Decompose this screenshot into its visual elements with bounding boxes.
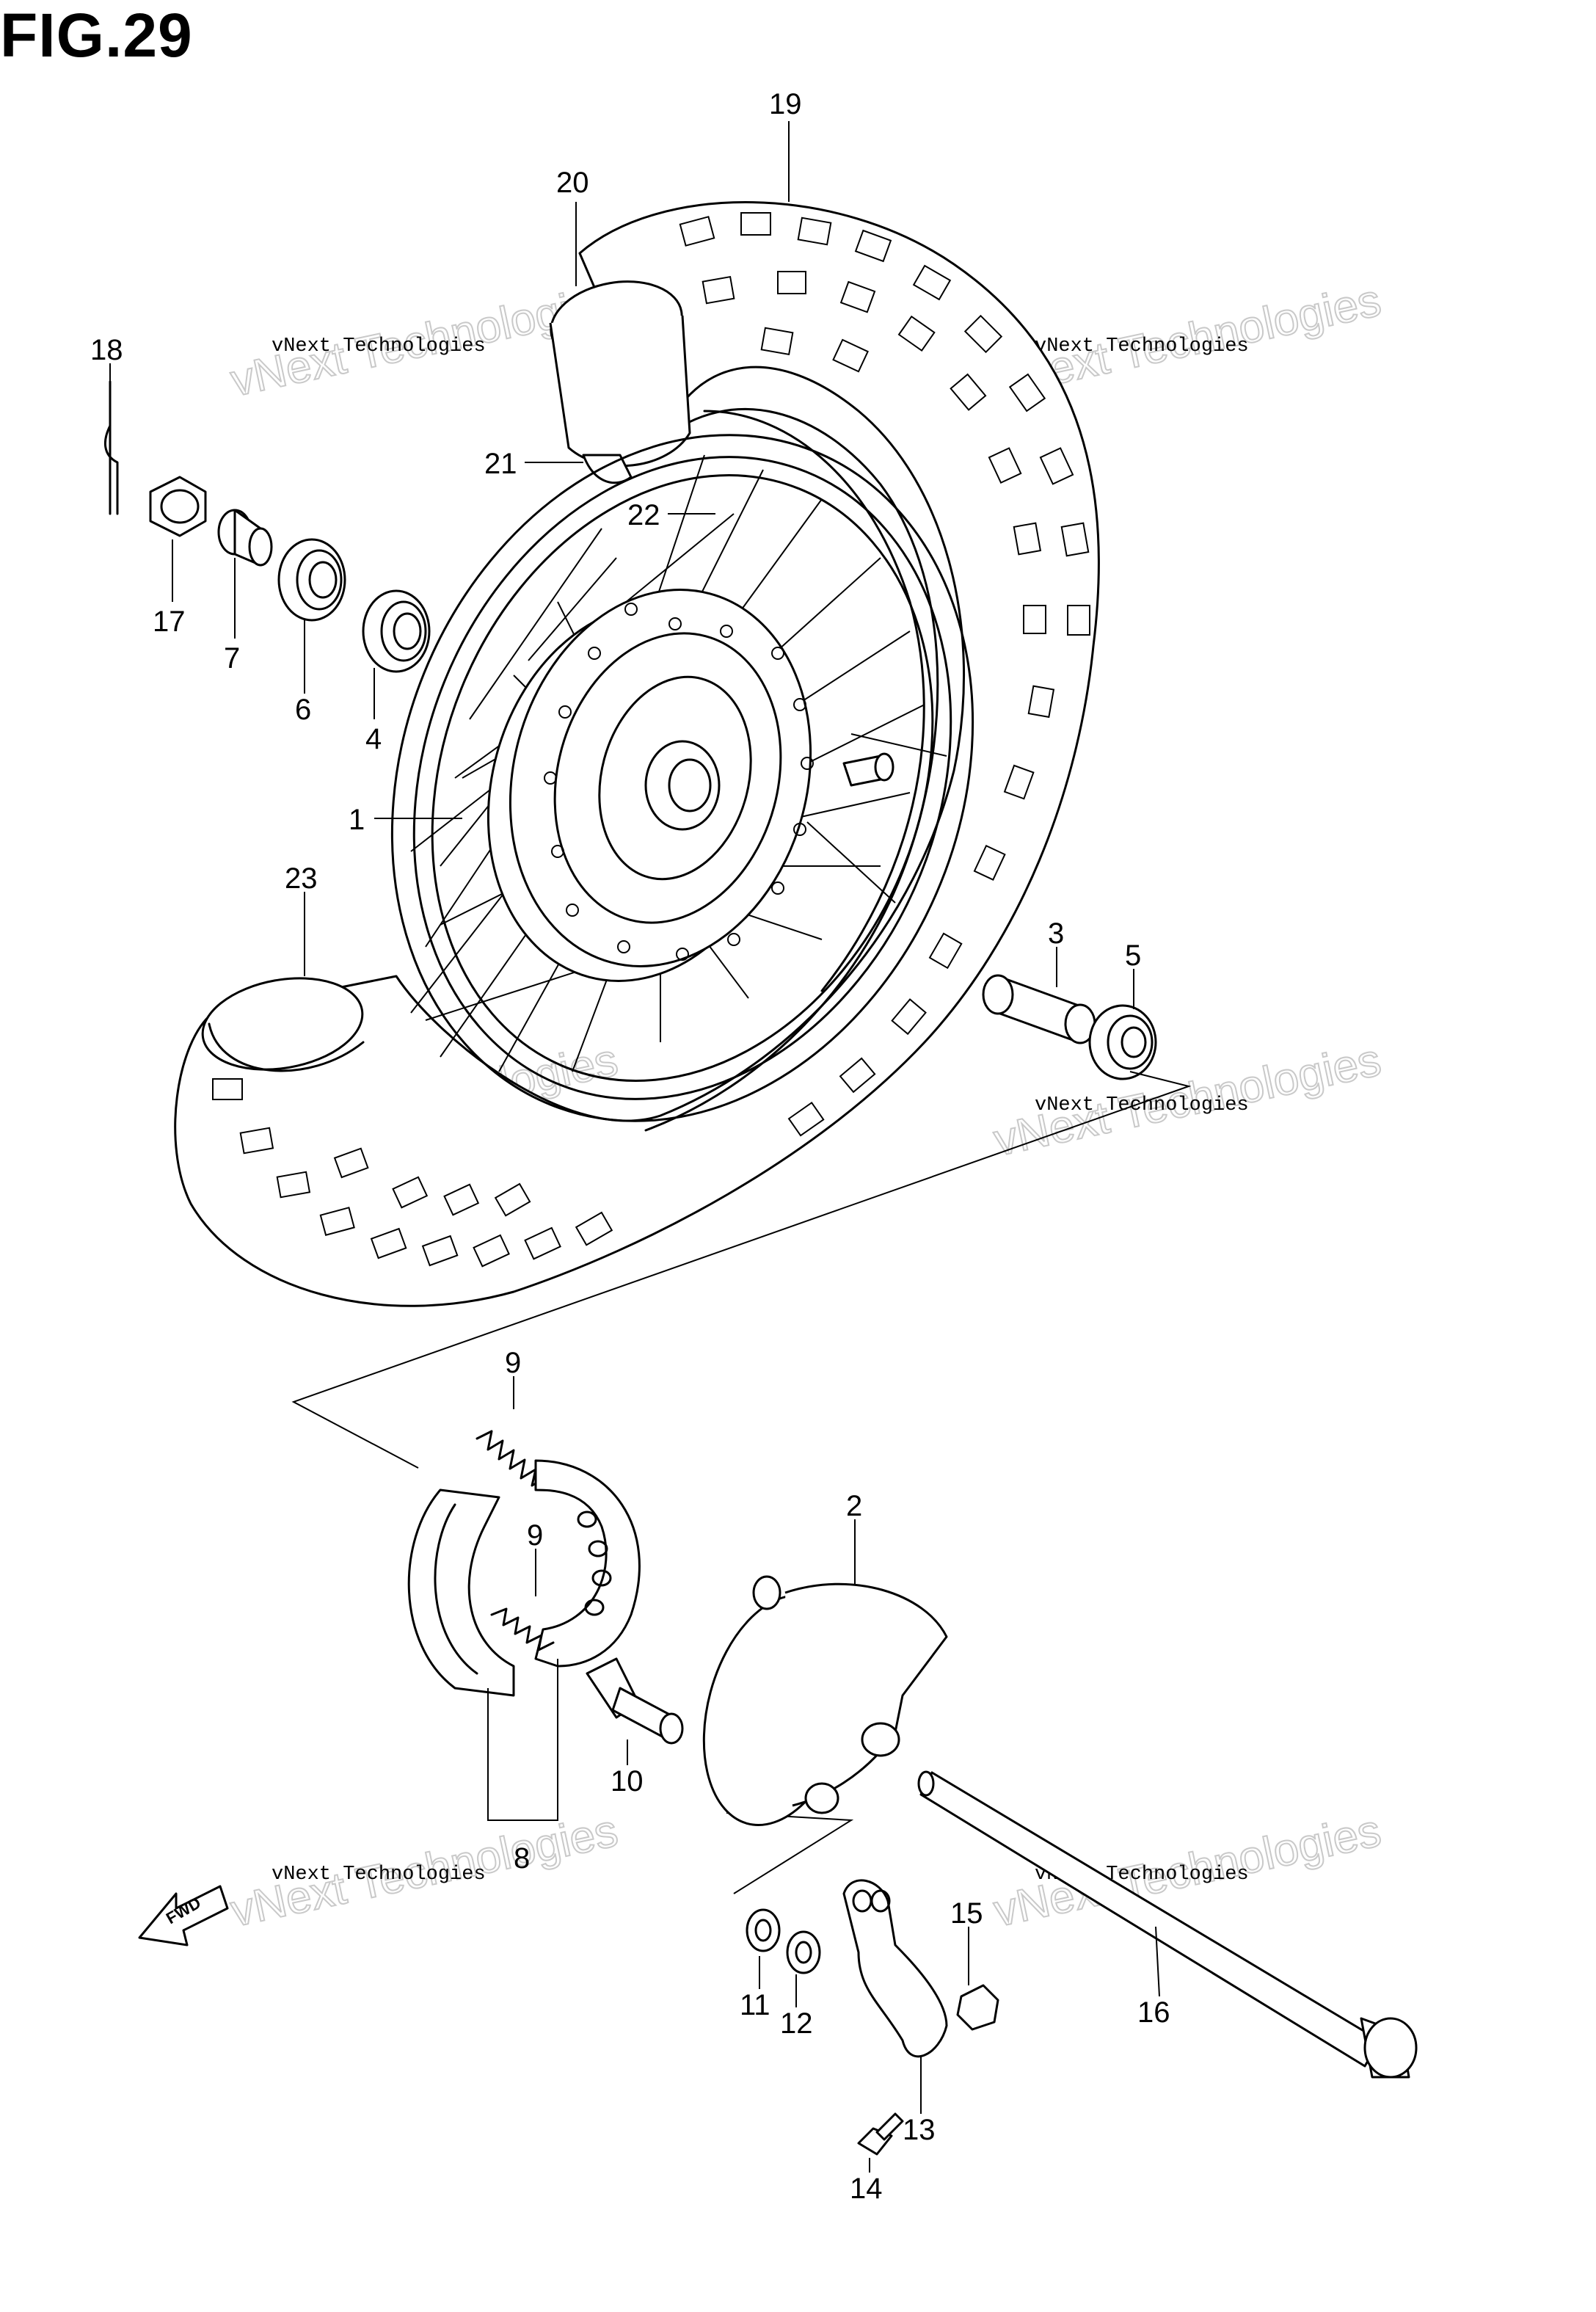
callout-9-lower: 9: [527, 1519, 543, 1552]
callout-15: 15: [950, 1897, 983, 1930]
cotter-pin: [103, 380, 119, 515]
tire-valve: [842, 752, 894, 787]
tube-lower: [201, 977, 365, 1072]
callout-6: 6: [295, 694, 311, 726]
watermark-text: vNext Technologies: [272, 1864, 486, 1886]
stopper-bracket: [842, 1879, 948, 2058]
washer-11: [746, 1908, 781, 1952]
rim-band: [582, 454, 633, 484]
callout-17: 17: [153, 606, 186, 638]
rim: [390, 434, 974, 1122]
callout-7: 7: [224, 642, 240, 675]
tire: [174, 201, 1100, 1307]
callout-5: 5: [1125, 939, 1141, 972]
hub: [487, 589, 814, 982]
callout-10: 10: [611, 1765, 644, 1797]
bolt-14: [857, 2112, 904, 2156]
callout-14: 14: [850, 2173, 883, 2205]
watermark-text: vNext Technologies: [1035, 335, 1249, 357]
axle-spacer: [982, 974, 1096, 1044]
callout-20: 20: [556, 167, 589, 199]
callout-9-upper: 9: [505, 1347, 521, 1379]
tube-upper: [549, 280, 691, 468]
watermark-bottom-left: vNext Technologies vNext Technologies: [226, 1805, 623, 1938]
callout-19: 19: [769, 88, 802, 120]
watermark-text: vNext Technologies: [272, 335, 486, 357]
brake-panel: [702, 1575, 948, 1826]
watermark-text: vNext Technologies: [1035, 1094, 1249, 1116]
washer-12: [786, 1930, 821, 1974]
brake-cam: [586, 1657, 684, 1745]
callout-13: 13: [903, 2114, 936, 2146]
callout-3: 3: [1048, 917, 1064, 950]
brake-shoe-left: [407, 1488, 515, 1697]
bearing-5: [1088, 1004, 1157, 1080]
fwd-arrow: FWD: [138, 1885, 229, 1946]
spring-lower: [490, 1607, 555, 1651]
callout-numbers: 19 20 18 21 22 17 7 6 4 1 23 3 5 9 9 2 1…: [90, 88, 1170, 2205]
callout-4: 4: [365, 723, 382, 755]
nut-15: [956, 1984, 999, 2031]
callout-1: 1: [349, 804, 365, 836]
watermark-mid-right: vNext Technologies vNext Technologies: [989, 1034, 1386, 1167]
callout-2: 2: [846, 1490, 862, 1522]
callout-22: 22: [627, 499, 660, 531]
callout-11: 11: [740, 1989, 770, 2021]
axle-shaft: [917, 1770, 1418, 2079]
bearing-4: [362, 589, 431, 673]
figure-title: FIG.29: [0, 1, 193, 70]
callout-12: 12: [780, 2007, 813, 2040]
callout-8: 8: [514, 1842, 530, 1875]
callout-16: 16: [1137, 1996, 1170, 2029]
callout-leaders: [109, 121, 1160, 2173]
callout-18: 18: [90, 334, 123, 366]
callout-21: 21: [484, 448, 517, 480]
bearing-6: [277, 538, 346, 622]
brake-shoe-right: [534, 1459, 641, 1668]
axle-nut: [149, 476, 207, 537]
callout-23: 23: [285, 862, 318, 895]
spacer-collar: [217, 509, 273, 567]
